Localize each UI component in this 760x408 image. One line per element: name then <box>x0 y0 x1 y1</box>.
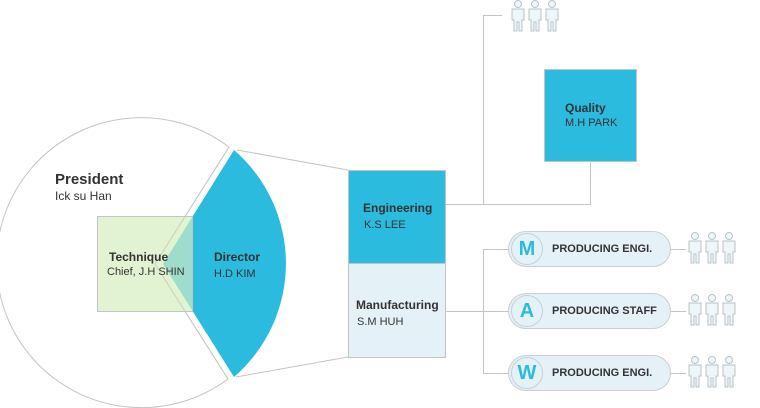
technique-title: Technique <box>109 250 169 264</box>
connector-teams <box>483 249 510 374</box>
president-title: President <box>55 171 124 188</box>
president-name: Ick su Han <box>55 189 112 203</box>
team-pill-2[interactable]: A PRODUCING STAFF <box>508 293 671 329</box>
connector-director-bottom <box>235 356 349 378</box>
team-pill-1[interactable]: M PRODUCING ENGI. <box>508 231 671 267</box>
quality-title: Quality <box>565 101 606 115</box>
director-name: H.D KIM <box>214 268 256 280</box>
connector-engineering-staff <box>483 15 502 204</box>
quality-name: M.H PARK <box>565 117 618 129</box>
manufacturing-name: S.M HUH <box>357 316 404 328</box>
team-pill-3[interactable]: W PRODUCING ENGI. <box>508 355 671 391</box>
technique-name: Chief, J.H SHIN <box>107 266 185 278</box>
people-group-icon <box>511 0 559 32</box>
technique-box[interactable] <box>97 216 193 312</box>
team-label: PRODUCING ENGI. <box>552 367 653 379</box>
quality-box[interactable]: Quality M.H PARK <box>544 69 637 162</box>
engineering-title: Engineering <box>363 201 433 215</box>
connector-director-top <box>236 149 349 171</box>
connector-engineering <box>446 161 591 205</box>
team-label: PRODUCING ENGI. <box>552 243 653 255</box>
people-group-icon <box>688 232 736 264</box>
team-letter-badge: W <box>511 357 543 389</box>
manufacturing-title: Manufacturing <box>356 298 439 312</box>
people-group-icon <box>688 356 736 388</box>
team-label: PRODUCING STAFF <box>552 305 657 317</box>
director-title: Director <box>214 250 261 264</box>
engineering-box[interactable]: Engineering K.S LEE <box>348 170 446 264</box>
manufacturing-box[interactable]: Manufacturing S.M HUH <box>348 263 446 358</box>
team-letter-badge: A <box>511 295 543 327</box>
people-group-icon <box>688 294 736 326</box>
engineering-name: K.S LEE <box>364 219 406 231</box>
team-letter-badge: M <box>511 233 543 265</box>
